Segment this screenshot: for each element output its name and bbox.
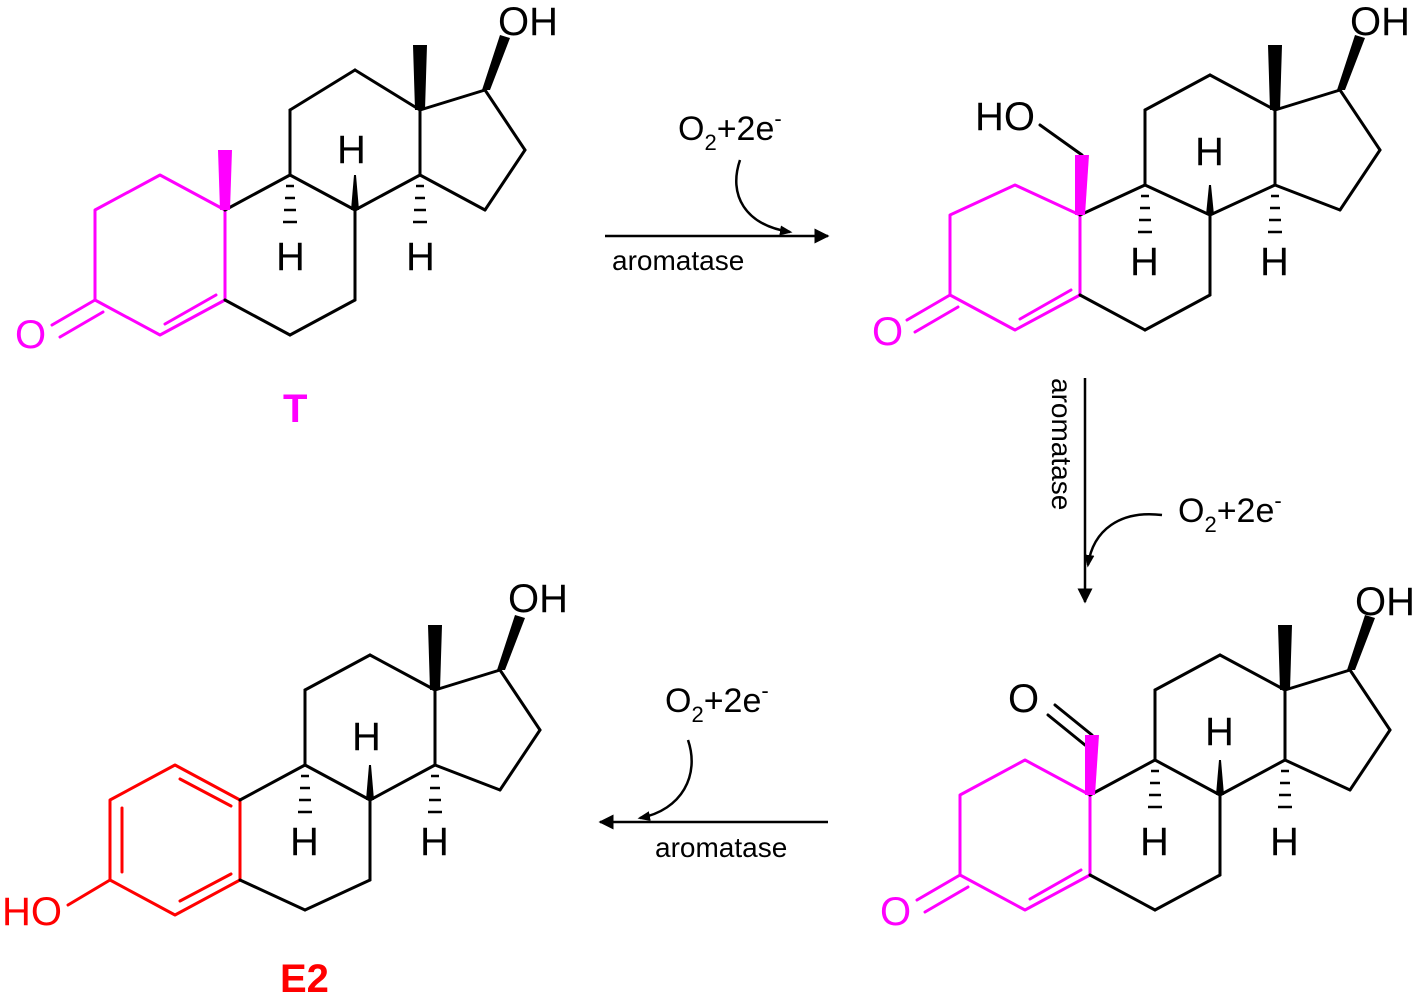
rings-bcd [1038, 73, 1382, 332]
stereo-bonds [218, 35, 510, 224]
stereo-bonds [1075, 35, 1365, 234]
rings-bcd [1046, 653, 1392, 912]
atom-h8: H [337, 128, 366, 172]
atom-h14: H [1260, 240, 1289, 284]
atom-h9: H [276, 235, 305, 279]
reaction-arrow-step-2: O2+2e- aromatase [1046, 378, 1282, 604]
aromatic-ring-a [66, 763, 242, 917]
testosterone-structure: O OH H H H T [15, 0, 558, 431]
stereo-bonds [1085, 615, 1375, 809]
reaction-arrow-step-3: O2+2e- aromatase [598, 678, 828, 863]
atom-h8: H [1195, 130, 1224, 174]
enzyme-label: aromatase [1046, 378, 1077, 510]
atom-h8: H [1205, 710, 1234, 754]
atom-o3: O [880, 890, 911, 934]
atom-o3: O [15, 313, 46, 357]
atom-ho3: HO [2, 890, 62, 934]
atom-h14: H [406, 235, 435, 279]
rings-bcd [223, 68, 527, 337]
atom-h9: H [290, 820, 319, 864]
atom-oh17: OH [508, 577, 568, 621]
ring-a [905, 183, 1082, 334]
atom-h9: H [1130, 240, 1159, 284]
aldehyde-intermediate-structure: O O OH H H H [880, 580, 1415, 934]
atom-o19: O [1008, 677, 1039, 721]
estradiol-structure: HO OH H H H E2 [2, 577, 568, 1000]
atom-h14: H [420, 820, 449, 864]
reagent-label: O2+2e- [665, 678, 769, 727]
reaction-arrow-step-1: O2+2e- aromatase [605, 106, 830, 276]
reagent-label: O2+2e- [678, 106, 782, 155]
hydroxy-intermediate-structure: O HO OH H H H [872, 0, 1410, 354]
rings-bcd [238, 653, 542, 912]
enzyme-label: aromatase [655, 832, 787, 863]
reagent-label: O2+2e- [1178, 488, 1282, 537]
atom-oh17: OH [498, 0, 558, 44]
atom-oh17: OH [1355, 580, 1415, 624]
enzyme-label: aromatase [612, 245, 744, 276]
atom-o3: O [872, 310, 903, 354]
stereo-bonds [298, 615, 525, 814]
ring-a [915, 758, 1092, 914]
atom-h8: H [352, 715, 381, 759]
atom-ho19: HO [975, 95, 1035, 139]
ring-a [50, 173, 227, 339]
atom-h9: H [1140, 820, 1169, 864]
atom-oh17: OH [1350, 0, 1410, 44]
atom-h14: H [1270, 820, 1299, 864]
compound-label-e2: E2 [280, 957, 329, 1000]
compound-label-t: T [283, 387, 307, 431]
